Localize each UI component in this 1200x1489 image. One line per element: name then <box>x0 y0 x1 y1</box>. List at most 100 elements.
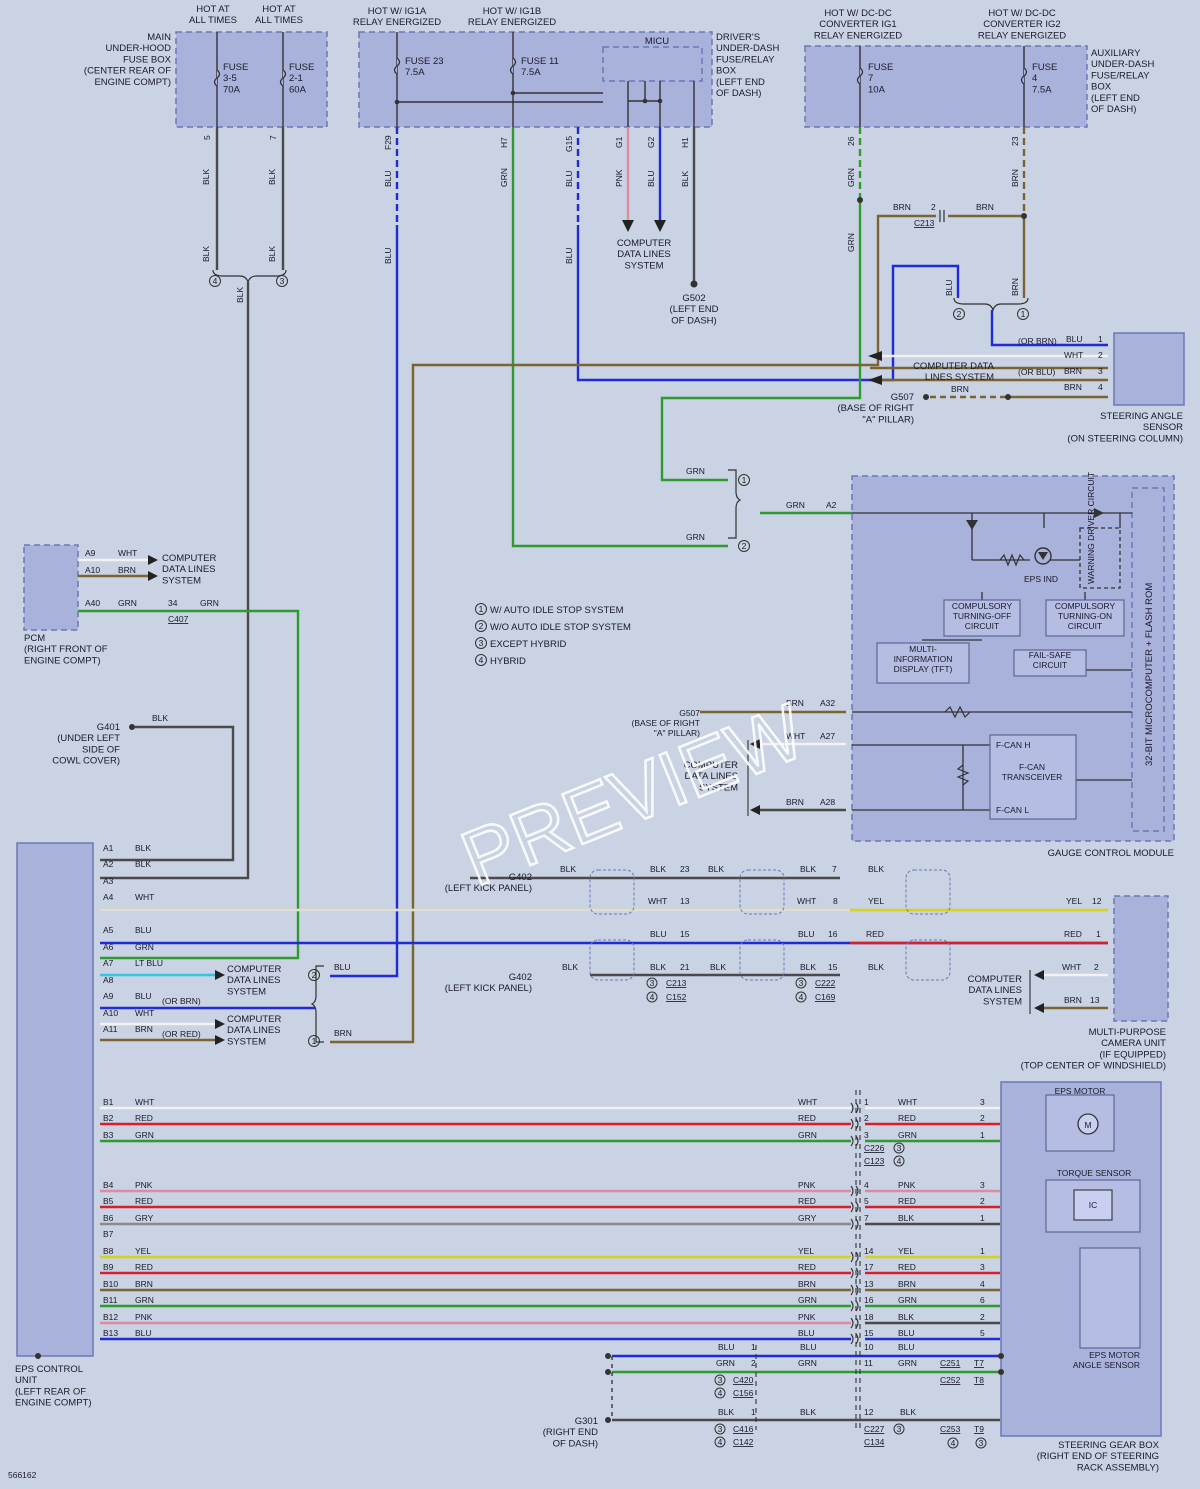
gearbox-pin: 1 <box>980 1213 985 1223</box>
multi-purpose-camera-unit <box>1113 895 1169 1022</box>
legend-number: 1 <box>479 604 484 614</box>
figure-id: 566162 <box>8 1470 37 1480</box>
svg-text:WHT: WHT <box>797 896 816 906</box>
wire-label: BRN <box>1010 169 1020 187</box>
svg-text:23: 23 <box>680 864 690 874</box>
connector-c142: C142 <box>733 1437 754 1447</box>
legend-marker <box>475 637 487 649</box>
connector-pin: 1 <box>864 1097 869 1107</box>
gauge-module-label: GAUGE CONTROL MODULE <box>1048 848 1174 859</box>
eps-pin-a6: A6 <box>103 942 114 952</box>
ground-g402a: G402(LEFT KICK PANEL) <box>445 872 532 894</box>
mid-display-block <box>876 642 970 684</box>
pin-5: 5 <box>202 135 212 140</box>
svg-text:GRN: GRN <box>798 1358 817 1368</box>
legend-number: 4 <box>479 655 484 665</box>
pin-h7: H7 <box>499 137 509 148</box>
ic-icon <box>1073 1189 1113 1221</box>
wire-color-label: BRN <box>898 1279 916 1289</box>
eps-pin-b9: B9 <box>103 1262 114 1272</box>
gearbox-pin: 4 <box>980 1279 985 1289</box>
eps-pin-b6: B6 <box>103 1213 114 1223</box>
svg-text:A2: A2 <box>826 500 837 510</box>
svg-text:3: 3 <box>897 1143 902 1153</box>
svg-text:(OR RED): (OR RED) <box>162 1029 201 1039</box>
connector-pin: 4 <box>864 1180 869 1190</box>
wire-label: (OR BLU) <box>1018 367 1055 377</box>
svg-text:BLK: BLK <box>650 864 666 874</box>
wire-color-label: GRY <box>135 1213 154 1223</box>
wire-label: WHT <box>1064 350 1083 360</box>
svg-text:13: 13 <box>680 896 690 906</box>
legend-marker <box>475 620 487 632</box>
wire-color-label: PNK <box>135 1312 153 1322</box>
svg-text:BLU: BLU <box>798 929 815 939</box>
pin-label: 2 <box>931 202 936 212</box>
connector-pin: 18 <box>864 1312 874 1322</box>
wire-color-label: RED <box>135 1113 153 1123</box>
wire-color-label: GRN <box>135 1130 154 1140</box>
svg-text:A40: A40 <box>85 598 100 608</box>
connector-c420: C420 <box>733 1375 754 1385</box>
connector-c123: C123 <box>864 1156 885 1166</box>
pin-f29: F29 <box>383 135 393 150</box>
connector-c156: C156 <box>733 1388 754 1398</box>
connector-c227: C227 <box>864 1424 885 1434</box>
svg-text:1: 1 <box>1096 929 1101 939</box>
micu-label: MICU <box>645 36 669 47</box>
ic-label: IC <box>1089 1200 1098 1210</box>
connector-c169: C169 <box>815 992 836 1002</box>
wire-color-label: WHT <box>798 1097 817 1107</box>
svg-text:A32: A32 <box>820 698 835 708</box>
wire-label: BRN <box>1064 382 1082 392</box>
svg-text:13: 13 <box>1090 995 1100 1005</box>
legend-number: 2 <box>479 621 484 631</box>
pin-23: 23 <box>1010 136 1020 146</box>
svg-text:BLK: BLK <box>710 962 726 972</box>
pin-7: 7 <box>268 135 278 140</box>
connector-pin: 7 <box>864 1213 869 1223</box>
svg-text:BLU: BLU <box>898 1342 915 1352</box>
pin-h1: H1 <box>680 137 690 148</box>
gearbox-pin: 2 <box>980 1113 985 1123</box>
svg-text:BRN: BRN <box>118 565 136 575</box>
fail-safe-block <box>1013 649 1087 677</box>
motor-icon <box>1077 1113 1099 1135</box>
svg-text:4: 4 <box>718 1437 723 1447</box>
svg-text:A10: A10 <box>85 565 100 575</box>
eps-pin-a7: A7 <box>103 958 114 968</box>
gearbox-pin: 5 <box>980 1328 985 1338</box>
wire-label: BLK <box>201 169 211 185</box>
compulsory-on-block <box>1045 599 1125 637</box>
microcomputer-label: 32-BIT MICROCOMPUTER + FLASH ROM <box>1144 583 1155 766</box>
wire-color-label: GRN <box>135 1295 154 1305</box>
wire-color-label: RED <box>135 1196 153 1206</box>
svg-text:3: 3 <box>979 1438 984 1448</box>
eps-pin-b7: B7 <box>103 1229 114 1239</box>
wire-color-label: GRN <box>898 1295 917 1305</box>
svg-text:M: M <box>1084 1120 1091 1130</box>
svg-text:GRN: GRN <box>200 598 219 608</box>
svg-text:1: 1 <box>751 1407 756 1417</box>
svg-text:BLU: BLU <box>650 929 667 939</box>
legend-text: W/O AUTO IDLE STOP SYSTEM <box>490 622 631 633</box>
svg-text:BRN: BRN <box>786 698 804 708</box>
svg-text:GRN: GRN <box>898 1358 917 1368</box>
svg-text:A27: A27 <box>820 731 835 741</box>
svg-text:11: 11 <box>864 1358 873 1368</box>
wire-color-label: GRN <box>798 1130 817 1140</box>
connector-c407: C407 <box>168 614 189 624</box>
legend-text: HYBRID <box>490 656 526 667</box>
svg-text:4: 4 <box>799 992 804 1002</box>
